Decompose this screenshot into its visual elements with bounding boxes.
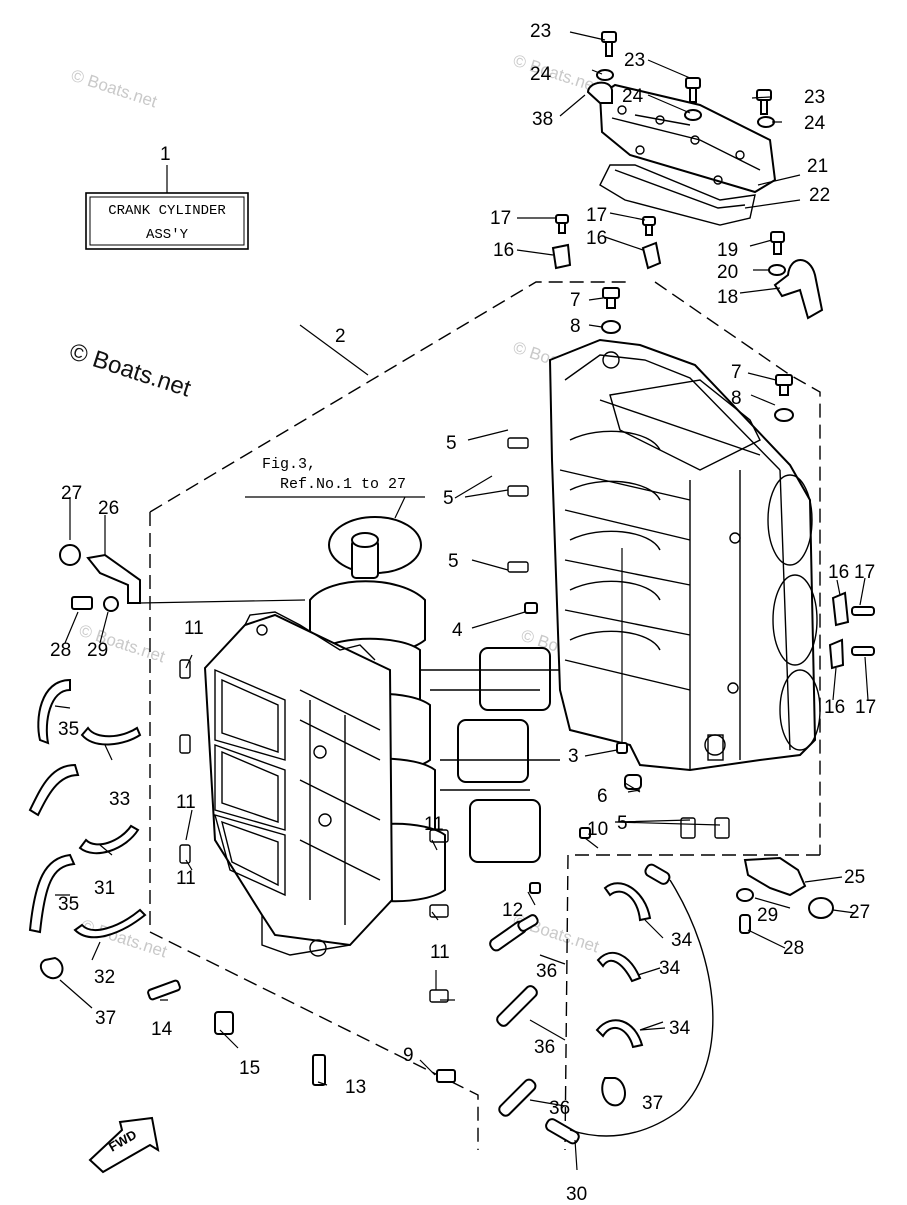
- dowel-6: [624, 774, 642, 790]
- reference-note: Fig.3, Ref.No.1 to 27: [245, 456, 425, 519]
- title-box-outer: [85, 192, 249, 250]
- callout-number-18: 18: [717, 287, 738, 308]
- watermark-text: © Boats.net: [511, 911, 602, 957]
- watermark-text-large: © Boats.net: [66, 338, 194, 403]
- fwd-arrow: FWD: [88, 1116, 160, 1174]
- leader-lines: [54, 31, 869, 1171]
- callout-number-19: 19: [717, 240, 738, 261]
- callout-number-26: 26: [98, 498, 119, 519]
- watermark-text: © Boats.net: [69, 66, 160, 112]
- callout-number-28: 28: [50, 640, 71, 661]
- callout-number-22: 22: [809, 185, 830, 206]
- plug-3: [616, 742, 628, 754]
- callout-number-10: 10: [587, 819, 608, 840]
- crankcase-half: [203, 611, 394, 957]
- callout-number-32: 32: [94, 967, 115, 988]
- callout-number-29: 29: [87, 640, 108, 661]
- callout-number-37: 37: [642, 1093, 663, 1114]
- callout-number-14: 14: [151, 1019, 173, 1040]
- callout-number-17: 17: [855, 697, 876, 718]
- callout-number-34: 34: [659, 958, 681, 979]
- callout-number-25: 25: [844, 867, 865, 888]
- callout-number-7: 7: [731, 362, 742, 383]
- callout-number-35: 35: [58, 894, 79, 915]
- callout-number-35: 35: [58, 719, 79, 740]
- callout-number-17: 17: [586, 205, 607, 226]
- ref-note-line-1: Fig.3,: [262, 456, 316, 473]
- callout-number-34: 34: [671, 930, 693, 951]
- callout-number-27: 27: [61, 483, 82, 504]
- callout-number-36: 36: [534, 1037, 555, 1058]
- callout-number-16: 16: [828, 562, 849, 583]
- leader-line: [299, 324, 369, 376]
- leader-line: [744, 199, 801, 209]
- callout-number-23: 23: [624, 50, 645, 71]
- callout-number-15: 15: [239, 1058, 260, 1079]
- callout-number-20: 20: [717, 262, 738, 283]
- callout-number-16: 16: [586, 228, 607, 249]
- callout-number-29: 29: [757, 905, 778, 926]
- callout-number-17: 17: [854, 562, 875, 583]
- callout-number-21: 21: [807, 156, 828, 177]
- callout-number-23: 23: [804, 87, 825, 108]
- callout-number-24: 24: [622, 86, 644, 107]
- callout-number-37: 37: [95, 1008, 116, 1029]
- callout-number-8: 8: [731, 388, 742, 409]
- hoses-and-fittings: [28, 31, 875, 1145]
- ref-note-line-2: Ref.No.1 to 27: [280, 476, 406, 493]
- callout-number-5: 5: [617, 813, 628, 834]
- callout-number-8: 8: [570, 316, 581, 337]
- callout-number-1: 1: [160, 144, 171, 165]
- callout-number-24: 24: [804, 113, 826, 134]
- callout-number-33: 33: [109, 789, 130, 810]
- callout-number-36: 36: [536, 961, 557, 982]
- callout-number-28: 28: [783, 938, 804, 959]
- callout-number-7: 7: [570, 290, 581, 311]
- callout-number-17: 17: [490, 208, 511, 229]
- callout-number-6: 6: [597, 786, 608, 807]
- callout-number-3: 3: [568, 746, 579, 767]
- callout-number-12: 12: [502, 900, 523, 921]
- callout-number-11: 11: [176, 868, 196, 889]
- callout-number-16: 16: [493, 240, 514, 261]
- callout-number-16: 16: [824, 697, 845, 718]
- plug-4: [524, 602, 538, 614]
- title-line-2: ASS'Y: [146, 227, 189, 243]
- leader-line: [757, 174, 801, 186]
- callout-number-31: 31: [94, 878, 115, 899]
- leader-line: [139, 599, 306, 604]
- callout-number-9: 9: [403, 1045, 414, 1066]
- title-line-1: CRANK CYLINDER: [108, 203, 226, 219]
- callout-number-11: 11: [176, 792, 196, 813]
- callout-number-24: 24: [530, 64, 552, 85]
- callout-number-5: 5: [443, 488, 454, 509]
- callout-number-5: 5: [446, 433, 457, 454]
- callout-number-34: 34: [669, 1018, 691, 1039]
- callout-number-30: 30: [566, 1184, 587, 1200]
- cylinder-block: [548, 338, 821, 772]
- callout-number-38: 38: [532, 109, 553, 130]
- callout-number-23: 23: [530, 21, 551, 42]
- callout-layer: 1234555567788910111111111112131415161616…: [50, 21, 876, 1205]
- callout-number-11: 11: [430, 942, 450, 963]
- cylinder-cover-and-gasket: [598, 83, 801, 226]
- callout-number-27: 27: [849, 902, 870, 923]
- callout-number-13: 13: [345, 1077, 366, 1098]
- assembly-boundary-dashed: [149, 281, 821, 1151]
- callout-number-11: 11: [424, 814, 444, 835]
- leader-line: [394, 496, 406, 519]
- title-box-inner: [89, 196, 245, 246]
- title-box: CRANK CYLINDER ASS'Y: [85, 165, 249, 250]
- callout-number-4: 4: [452, 620, 463, 641]
- callout-number-11: 11: [184, 618, 204, 639]
- plug-12: [529, 882, 541, 894]
- callout-number-36: 36: [549, 1098, 570, 1119]
- callout-number-5: 5: [448, 551, 459, 572]
- callout-number-2: 2: [335, 326, 346, 347]
